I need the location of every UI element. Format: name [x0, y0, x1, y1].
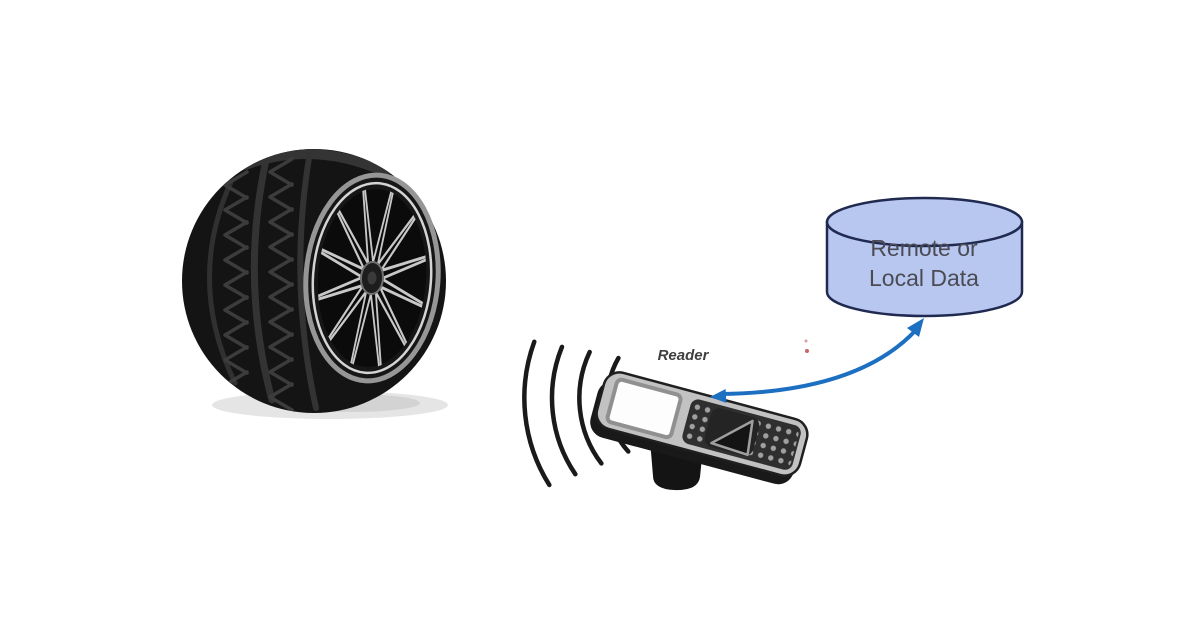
rfid-reader-device: Reader — [590, 347, 809, 491]
database-label-line2: Local Data — [869, 265, 979, 291]
red-artifact — [804, 339, 809, 353]
wheel-rim — [303, 172, 441, 384]
database-cylinder: Remote or Local Data — [825, 196, 1024, 318]
arrowhead-to-database — [907, 318, 924, 337]
rim-spokes — [318, 189, 426, 367]
database-body — [825, 220, 1024, 318]
reader-label: Reader — [658, 347, 710, 364]
database-top — [825, 196, 1024, 248]
database-label-line1: Remote or — [870, 235, 978, 261]
reader-screen — [605, 377, 683, 440]
tire-tread — [206, 149, 390, 412]
arrowhead-to-reader — [710, 389, 727, 403]
tire-image — [182, 149, 448, 419]
data-arrow — [710, 318, 924, 403]
